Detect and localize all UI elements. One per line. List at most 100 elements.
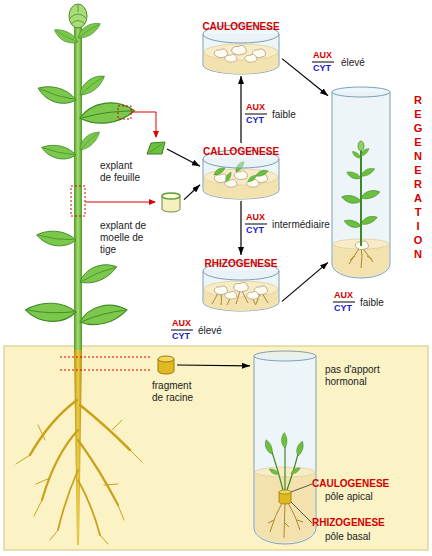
explant-label: fragment de racine — [152, 380, 197, 404]
culture-tube-outline — [268, 467, 280, 476]
plant-leaves — [36, 82, 78, 109]
ratio-level: intermédiaire — [272, 219, 330, 231]
apical-bud — [70, 5, 86, 24]
explant-label: explant de feuille — [100, 160, 144, 184]
sample-markers — [60, 357, 152, 358]
leaf-explant-outline — [145, 140, 167, 158]
pole-name: pôle basal — [325, 531, 371, 543]
culture-dish-outline — [204, 44, 278, 60]
plant-roots — [80, 405, 130, 450]
arrow-connector — [167, 149, 200, 166]
plant-leaves — [79, 101, 136, 126]
culture-tube-outline — [295, 440, 305, 456]
plant-leaves — [77, 260, 119, 287]
culture-dish-outline — [255, 169, 269, 178]
culture-tube-outline — [343, 218, 362, 230]
dish-heading: CALLOGENESE — [200, 146, 282, 158]
root-fragment: fragment de racine — [155, 354, 177, 376]
sample-markers — [85, 202, 155, 203]
culture-dish: CALLOGENESE — [200, 143, 282, 201]
culture-tube-outline — [279, 490, 291, 494]
culture-dish-outline — [247, 291, 259, 299]
arrow-connector — [184, 185, 200, 200]
dish-heading: CAULOGENESE — [200, 21, 282, 33]
plant-roots — [16, 400, 142, 544]
arrow-connector — [177, 364, 250, 366]
plant-roots — [30, 400, 77, 455]
leaf-explant-outline — [147, 142, 165, 154]
culture-tube-outline — [250, 350, 320, 548]
culture-dish-outline — [231, 45, 246, 55]
culture-dish: RHIZOGENESE — [200, 255, 282, 313]
plant-roots — [78, 480, 100, 535]
pole-process: RHIZOGENESE — [312, 517, 385, 529]
sample-markers — [60, 370, 152, 371]
pith-explant: explant de moelle de tige — [158, 190, 184, 214]
ratio-cytokinin: CYT — [172, 331, 190, 342]
culture-tube-outline — [291, 484, 312, 523]
sample-markers — [118, 106, 131, 119]
culture-tube-outline — [341, 193, 362, 205]
culture-dish-outline — [245, 54, 257, 62]
ratio-auxin: AUX — [334, 290, 353, 301]
ratio-cytokinin: CYT — [334, 303, 352, 314]
ratio-level: faible — [360, 297, 384, 309]
ratio-auxin: AUX — [313, 50, 332, 61]
plant-roots — [58, 470, 78, 530]
culture-dish-outline — [233, 282, 248, 292]
pith-explant-outline — [162, 193, 180, 199]
culture-tube: pas d'apport hormonal — [250, 350, 320, 548]
plant-leaves — [78, 301, 129, 328]
pole-name: pôle apical — [325, 491, 373, 503]
plant-leaves — [52, 26, 80, 47]
pole-process: CAULOGENESE — [312, 478, 389, 490]
ratio-auxin: AUX — [246, 212, 265, 223]
leaf-explant-outline — [150, 144, 162, 152]
culture-tube-outline — [351, 150, 362, 160]
ratio-bars — [171, 330, 193, 331]
culture-dish-outline — [225, 291, 237, 299]
culture-tube-outline — [332, 92, 390, 278]
dish-heading: RHIZOGENESE — [200, 258, 282, 270]
plant-stem — [74, 18, 82, 352]
plant-stem — [74, 350, 82, 545]
sample-markers — [131, 112, 156, 137]
culture-tube-outline — [254, 356, 316, 544]
tube-heading: REGENERATION — [412, 94, 423, 262]
culture-tube-outline — [360, 166, 376, 178]
condition-note: pas d'apport hormonal — [325, 364, 383, 388]
plant-roots — [78, 440, 118, 505]
culture-dish-outline — [247, 174, 258, 184]
explant-label: explant de moelle de tige — [100, 220, 148, 256]
ratio-bars — [245, 224, 267, 225]
ratio-auxin: AUX — [246, 102, 265, 113]
culture-dish-outline — [234, 171, 248, 180]
plant-roots — [16, 420, 142, 544]
arrow-connector — [282, 59, 328, 96]
culture-tube-outline — [328, 86, 394, 282]
ratio-cytokinin: CYT — [246, 225, 264, 236]
root-fragment-outline — [158, 356, 174, 362]
culture-tube-outline — [263, 439, 273, 455]
culture-tube-outline — [272, 446, 298, 490]
ratio-auxin: AUX — [172, 318, 191, 329]
arrow-connector — [240, 76, 241, 143]
culture-tube-outline — [332, 87, 390, 97]
ratio-level: élevé — [198, 325, 222, 337]
plant-leaves — [40, 141, 77, 162]
culture-dish: CAULOGENESE — [200, 18, 282, 76]
ratio-bars — [245, 114, 267, 115]
ratio-cytokinin: CYT — [313, 63, 331, 74]
plant-leaves — [76, 128, 102, 152]
pith-explant-outline — [158, 190, 184, 214]
culture-tube: REGENERATION — [328, 86, 394, 282]
plant-leaves — [25, 301, 77, 324]
leaf-explant: explant de feuille — [145, 140, 167, 158]
arrow-connector — [282, 262, 328, 301]
ratio-bars — [312, 62, 334, 63]
culture-tube-outline — [346, 170, 362, 182]
culture-dish-outline — [224, 171, 233, 183]
ratio-cytokinin: CYT — [246, 115, 264, 126]
